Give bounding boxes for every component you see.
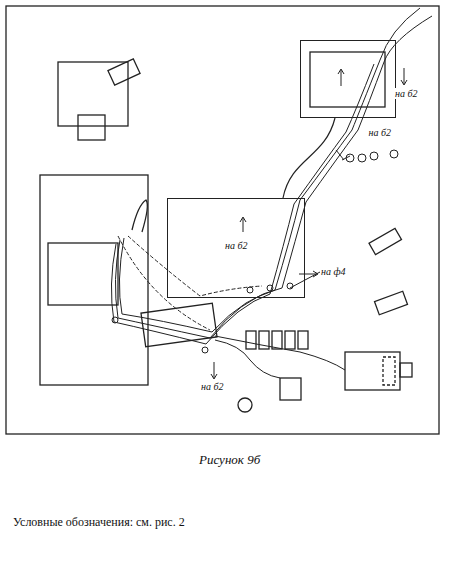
component-box	[280, 378, 301, 400]
terminal-box: на б2	[300, 40, 396, 118]
component-box	[345, 352, 400, 390]
component-box	[375, 291, 408, 314]
terminal	[246, 331, 256, 349]
wire-destination: на б2	[200, 381, 225, 392]
wire-bundle	[111, 8, 432, 378]
panel-box	[40, 175, 148, 385]
wire-destination: на б2	[368, 127, 393, 138]
wire-destination: на ф4	[320, 266, 347, 277]
wire-destination: на б2	[394, 88, 419, 99]
inner-frame	[310, 52, 385, 107]
component-box	[108, 59, 140, 85]
terminal	[298, 331, 308, 349]
component-box	[369, 228, 401, 254]
component-box	[48, 243, 118, 305]
component-inner	[383, 357, 395, 385]
terminal	[272, 331, 282, 349]
hole	[238, 398, 252, 412]
legend-note: Условные обозначения: см. рис. 2	[12, 515, 186, 530]
figure-caption: Рисунок 9б	[198, 452, 261, 468]
board-outline	[6, 6, 439, 434]
wire-destination: на б2	[224, 240, 249, 251]
clamp	[132, 200, 147, 232]
panel-box: на б2	[167, 198, 305, 298]
cable-run	[283, 118, 335, 198]
direction-arrows	[211, 68, 407, 379]
component-box	[58, 62, 128, 126]
terminal	[285, 331, 295, 349]
component-tab	[400, 363, 412, 377]
component-box	[78, 115, 105, 140]
